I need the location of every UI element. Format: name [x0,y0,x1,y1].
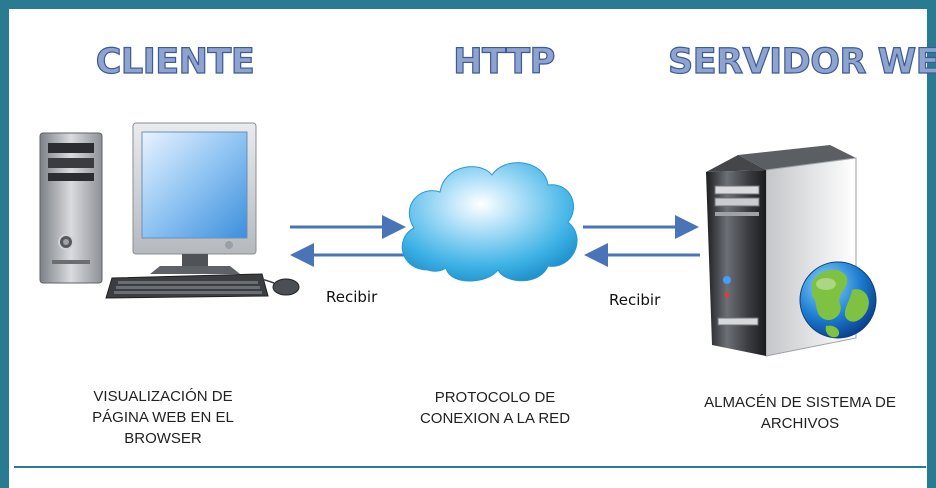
protocol-title: HTTP [453,41,556,82]
cloud-icon [401,162,578,282]
desktop-computer-icon [39,122,300,299]
arrow-label-left: Recibir [326,288,378,306]
protocol-caption-line: CONEXION A LA RED [419,410,571,427]
client-title: CLIENTE [95,41,255,82]
client-caption-line: BROWSER [124,430,202,447]
diagram-bottom-rule [14,466,926,468]
server-caption: ALMACÉN DE SISTEMA DE ARCHIVOS [685,392,915,434]
client-caption-line: VISUALIZACIÓN DE [93,388,233,405]
protocol-caption-line: PROTOCOLO DE [434,389,556,406]
client-caption-line: PÁGINA WEB EN EL [92,409,234,426]
client-caption: VISUALIZACIÓN DE PÁGINA WEB EN EL BROWSE… [68,386,258,449]
server-globe-icon [706,145,877,357]
protocol-caption: PROTOCOLO DE CONEXION A LA RED [395,387,595,429]
server-title: SERVIDOR WEB [667,41,936,82]
arrow-label-right: Recibir [609,291,661,309]
server-caption-line: ARCHIVOS [760,415,840,432]
server-caption-line: ALMACÉN DE SISTEMA DE [704,394,896,411]
